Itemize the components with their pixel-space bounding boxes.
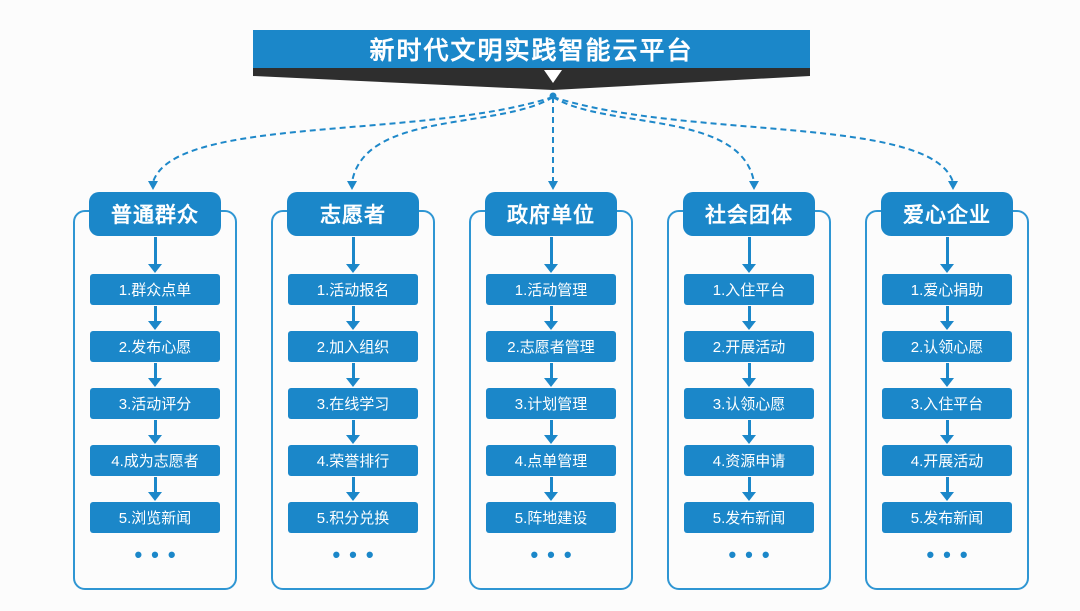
role-header: 政府单位: [485, 192, 617, 236]
ellipsis-indicator: •••: [530, 542, 581, 567]
flow-step: 4.资源申请: [684, 445, 814, 476]
connector-arrowhead-2: [347, 181, 357, 190]
flow-step: 2.志愿者管理: [486, 331, 616, 362]
flow-step: 4.荣誉排行: [288, 445, 418, 476]
flow-step: 1.入住平台: [684, 274, 814, 305]
dashed-connector-2: [351, 96, 554, 183]
flow-step: 3.计划管理: [486, 388, 616, 419]
down-arrow-icon: [742, 363, 756, 387]
down-arrow-icon: [544, 363, 558, 387]
connector-arrowhead-1: [148, 181, 158, 190]
flow-step: 4.点单管理: [486, 445, 616, 476]
fan-origin-dot: [549, 92, 557, 100]
down-arrow-icon: [544, 237, 558, 273]
down-arrow-icon: [742, 306, 756, 330]
flow-step: 3.入住平台: [882, 388, 1012, 419]
down-arrow-icon: [346, 363, 360, 387]
down-arrow-icon: [940, 420, 954, 444]
role-column: 爱心企业 1.爱心捐助 2.认领心愿 3.入住平台 4.开展活动 5.发布新闻 •••: [865, 192, 1029, 590]
flow-step: 3.认领心愿: [684, 388, 814, 419]
flow-step: 1.爱心捐助: [882, 274, 1012, 305]
ribbon-shape: [253, 68, 810, 90]
down-arrow-icon: [346, 420, 360, 444]
dashed-connector-5: [552, 96, 954, 183]
flow-step: 2.发布心愿: [90, 331, 220, 362]
flow-step: 5.积分兑换: [288, 502, 418, 533]
dashed-connector-1: [152, 96, 554, 183]
flow-step: 2.认领心愿: [882, 331, 1012, 362]
flow-step: 3.在线学习: [288, 388, 418, 419]
down-arrow-icon: [742, 420, 756, 444]
role-header: 志愿者: [287, 192, 419, 236]
banner-down-arrow-icon: [544, 70, 562, 83]
role-columns: 普通群众 1.群众点单 2.发布心愿 3.活动评分 4.成为志愿者 5.浏览新闻 •••…: [73, 192, 1029, 590]
down-arrow-icon: [940, 306, 954, 330]
ellipsis-indicator: •••: [134, 542, 185, 567]
flow-step: 5.阵地建设: [486, 502, 616, 533]
connector-arrowhead-4: [749, 181, 759, 190]
down-arrow-icon: [742, 477, 756, 501]
flow-step: 4.开展活动: [882, 445, 1012, 476]
platform-banner: 新时代文明实践智能云平台: [253, 30, 810, 68]
role-column: 政府单位 1.活动管理 2.志愿者管理 3.计划管理 4.点单管理 5.阵地建设 •••: [469, 192, 633, 590]
down-arrow-icon: [346, 477, 360, 501]
down-arrow-icon: [544, 306, 558, 330]
down-arrow-icon: [148, 363, 162, 387]
role-header: 爱心企业: [881, 192, 1013, 236]
down-arrow-icon: [940, 477, 954, 501]
flow-step: 4.成为志愿者: [90, 445, 220, 476]
down-arrow-icon: [148, 420, 162, 444]
connector-arrowhead-5: [948, 181, 958, 190]
down-arrow-icon: [346, 306, 360, 330]
down-arrow-icon: [544, 477, 558, 501]
down-arrow-icon: [148, 306, 162, 330]
flow-step: 5.发布新闻: [684, 502, 814, 533]
down-arrow-icon: [346, 237, 360, 273]
banner-title: 新时代文明实践智能云平台: [369, 37, 694, 65]
flow-step: 2.加入组织: [288, 331, 418, 362]
ellipsis-indicator: •••: [926, 542, 977, 567]
down-arrow-icon: [148, 477, 162, 501]
flow-step: 5.浏览新闻: [90, 502, 220, 533]
role-header: 普通群众: [89, 192, 221, 236]
connector-arrowhead-3: [548, 181, 558, 190]
flow-step: 2.开展活动: [684, 331, 814, 362]
role-column: 普通群众 1.群众点单 2.发布心愿 3.活动评分 4.成为志愿者 5.浏览新闻 •••: [73, 192, 237, 590]
down-arrow-icon: [940, 237, 954, 273]
role-column: 志愿者 1.活动报名 2.加入组织 3.在线学习 4.荣誉排行 5.积分兑换 •••: [271, 192, 435, 590]
flow-step: 1.活动管理: [486, 274, 616, 305]
flow-step: 1.群众点单: [90, 274, 220, 305]
role-header: 社会团体: [683, 192, 815, 236]
flow-step: 1.活动报名: [288, 274, 418, 305]
ellipsis-indicator: •••: [728, 542, 779, 567]
dashed-connector-4: [552, 96, 755, 183]
flow-step: 3.活动评分: [90, 388, 220, 419]
down-arrow-icon: [940, 363, 954, 387]
role-column: 社会团体 1.入住平台 2.开展活动 3.认领心愿 4.资源申请 5.发布新闻 •••: [667, 192, 831, 590]
down-arrow-icon: [544, 420, 558, 444]
flow-step: 5.发布新闻: [882, 502, 1012, 533]
down-arrow-icon: [148, 237, 162, 273]
down-arrow-icon: [742, 237, 756, 273]
ellipsis-indicator: •••: [332, 542, 383, 567]
